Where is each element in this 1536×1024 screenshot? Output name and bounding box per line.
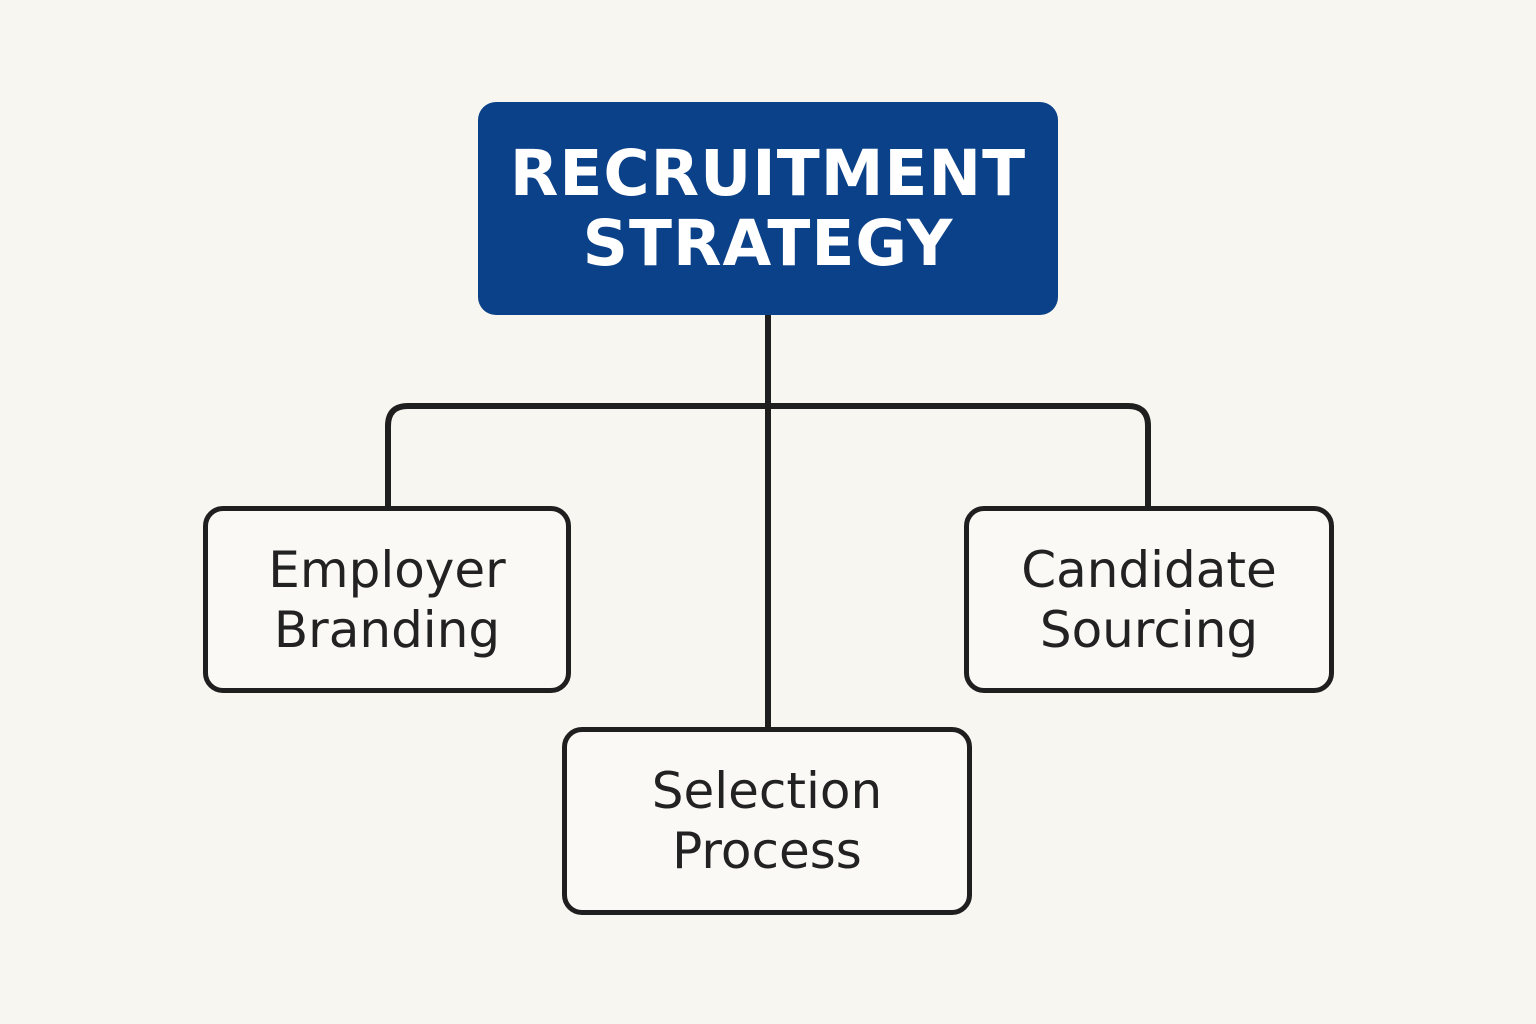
candidate-sourcing-line-2: Sourcing [1039, 600, 1259, 659]
node-employer-branding: Employer Branding [203, 506, 571, 693]
selection-process-line-2: Process [672, 822, 862, 880]
node-selection-process: Selection Process [562, 727, 972, 915]
branch-left-line [385, 403, 771, 509]
node-candidate-sourcing: Candidate Sourcing [964, 506, 1334, 693]
root-node-line-1: RECRUITMENT [509, 136, 1027, 210]
candidate-sourcing-line-1: Candidate [1021, 540, 1277, 599]
root-node-line-2: STRATEGY [582, 206, 954, 280]
root-node-recruitment-strategy: RECRUITMENT STRATEGY [478, 102, 1058, 315]
employer-branding-line-2: Branding [273, 600, 501, 659]
employer-branding-line-1: Employer [268, 540, 506, 599]
selection-process-line-1: Selection [651, 762, 883, 820]
branch-right-line [765, 403, 1151, 509]
